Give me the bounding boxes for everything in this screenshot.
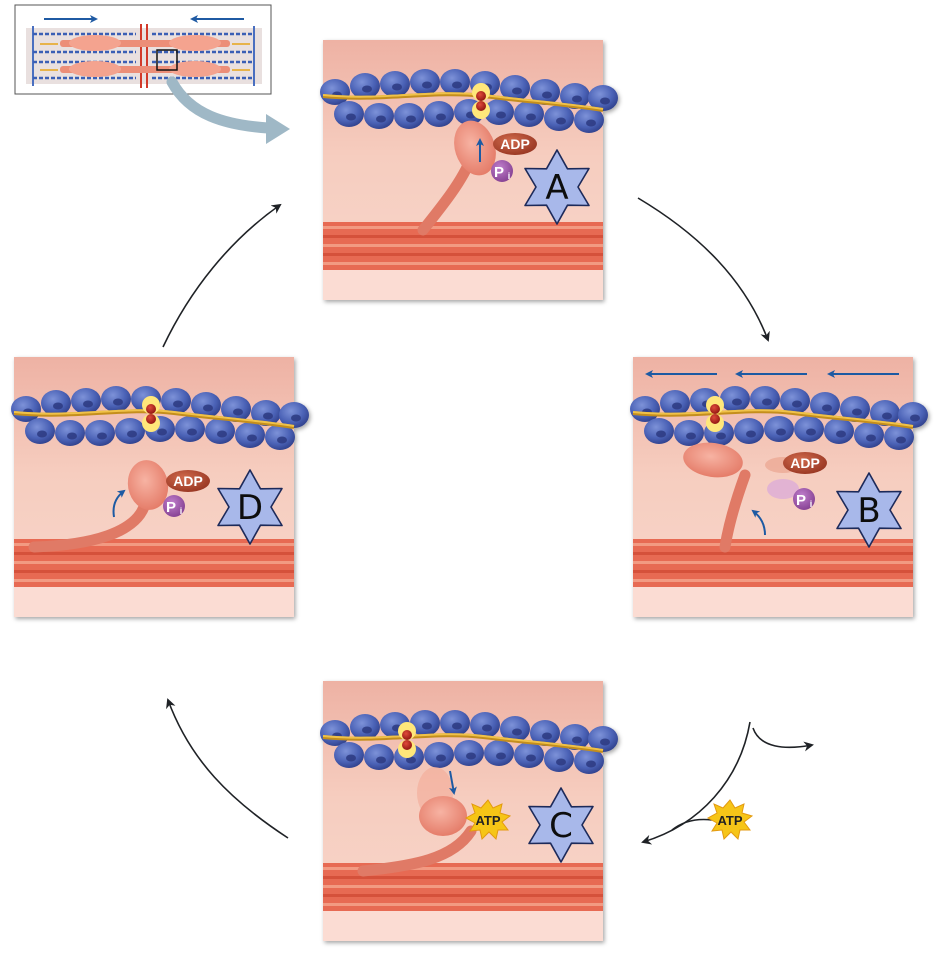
panel-b: ADP P i B: [630, 357, 928, 617]
badge-c: C: [528, 787, 594, 863]
free-atp-label: ATP: [717, 813, 742, 828]
pi-label: P: [796, 492, 806, 509]
adp-label: ADP: [173, 473, 203, 489]
atp-label: ATP: [475, 813, 500, 828]
panel-a: ADP P i A: [320, 40, 618, 300]
myosin-head: [454, 120, 496, 176]
free-atp: ATP: [707, 799, 753, 840]
pi-subscript: i: [508, 171, 511, 181]
sarcomere-inset: [14, 4, 272, 95]
svg-text:A: A: [545, 168, 568, 208]
myosin-head: [419, 796, 467, 836]
panel-d: ADP P i D: [11, 357, 309, 617]
svg-text:D: D: [237, 488, 263, 528]
badge-d: D: [217, 469, 283, 545]
pi-label: P: [494, 164, 504, 181]
svg-text:B: B: [857, 491, 880, 531]
pi-label: P: [166, 499, 176, 516]
pi-subscript: i: [810, 499, 813, 509]
cycle-arrows: [162, 197, 814, 845]
pi-subscript: i: [180, 506, 183, 516]
badge-b: B: [836, 472, 902, 548]
arrow-b-to-c: [641, 721, 751, 845]
atp-release-arrow: [752, 727, 814, 752]
adp-label: ADP: [790, 455, 820, 471]
myosin-head: [127, 460, 169, 510]
arrow-a-to-b: [637, 197, 770, 342]
adp-label: ADP: [500, 136, 530, 152]
arrow-d-to-a: [162, 203, 282, 348]
badge-a: A: [524, 149, 590, 225]
panel-c: ATP C: [320, 681, 618, 941]
svg-text:C: C: [549, 806, 573, 846]
callout-arrow: [166, 76, 290, 144]
arrow-c-to-d: [166, 698, 289, 839]
atp-entry-arrow: [671, 818, 713, 831]
myosin-head: [683, 442, 743, 478]
